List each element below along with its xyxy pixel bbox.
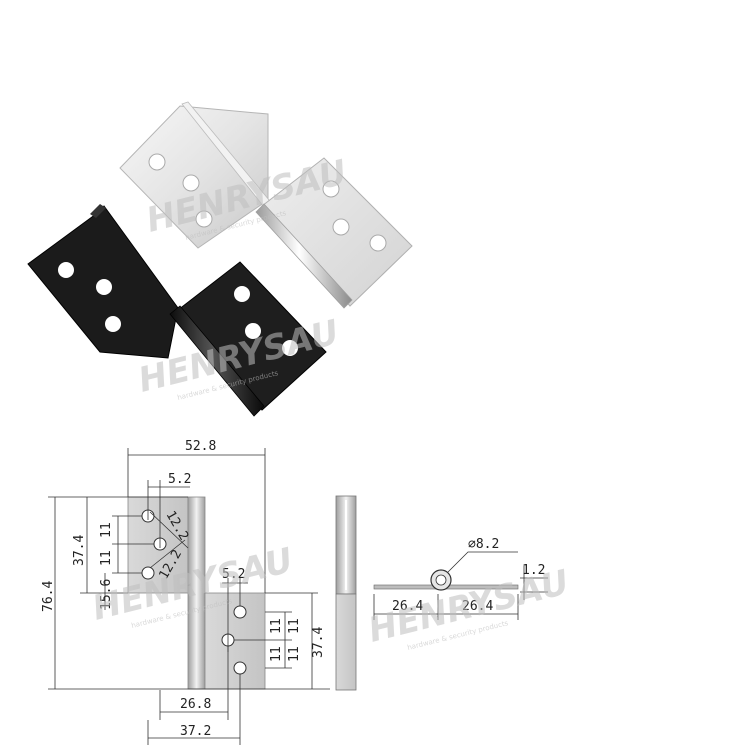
hinge-hole xyxy=(282,340,298,356)
side-view xyxy=(335,495,357,691)
dim-hole-offset-top: 5.2 xyxy=(168,472,191,487)
dim-right-span: 37.4 xyxy=(311,627,326,658)
dim-leaf-half-b: 26.4 xyxy=(462,599,493,614)
dim-pitch-f: 11 xyxy=(287,646,302,662)
top-view xyxy=(373,551,548,620)
dim-knuckle-diameter-value: 8.2 xyxy=(476,537,499,552)
dim-pitch-b: 11 xyxy=(99,550,114,566)
hinge-hole xyxy=(105,316,121,332)
dim-bottom-offset: 15.6 xyxy=(99,579,114,610)
black-hinge xyxy=(27,204,327,417)
silver-knuckle xyxy=(255,203,353,309)
dim-pitch-e: 11 xyxy=(269,646,284,662)
silver-hinge xyxy=(119,101,413,309)
hinge-hole xyxy=(322,180,340,198)
dim-bottom-width-b: 37.2 xyxy=(180,724,211,739)
dim-overall-height: 76.4 xyxy=(41,581,56,612)
dim-overall-width: 52.8 xyxy=(185,439,216,454)
hinge-hole xyxy=(234,286,250,302)
front-view xyxy=(48,448,330,745)
hinge-hole xyxy=(148,153,166,171)
dim-leaf-half-a: 26.4 xyxy=(392,599,423,614)
hinge-hole xyxy=(369,234,387,252)
dimension-labels: 52.8 5.2 11 11 12.2 12.2 37.4 15.6 76.4 … xyxy=(41,439,545,739)
hinge-hole xyxy=(96,279,112,295)
black-knuckle xyxy=(169,305,265,417)
dim-leaf-thickness: 1.2 xyxy=(522,563,545,578)
dim-pitch-c: 11 xyxy=(269,618,284,634)
dim-left-span: 37.4 xyxy=(72,535,87,566)
hinge-hole xyxy=(58,262,74,278)
dim-knuckle-diameter: ⌀8.2 xyxy=(468,537,499,552)
hinge-hole xyxy=(245,323,261,339)
watermark-brand: HENRYSAU xyxy=(365,562,573,650)
dim-bottom-width-a: 26.8 xyxy=(180,697,211,712)
hinge-hole xyxy=(332,218,350,236)
hinge-hole xyxy=(195,210,213,228)
hinge-hole xyxy=(182,174,200,192)
dim-hole-offset-lower: 5.2 xyxy=(222,567,245,582)
dim-pitch-d: 11 xyxy=(287,618,302,634)
drawing-hole xyxy=(233,661,247,675)
dim-pitch-a: 11 xyxy=(99,522,114,538)
drawing-hole xyxy=(233,605,247,619)
